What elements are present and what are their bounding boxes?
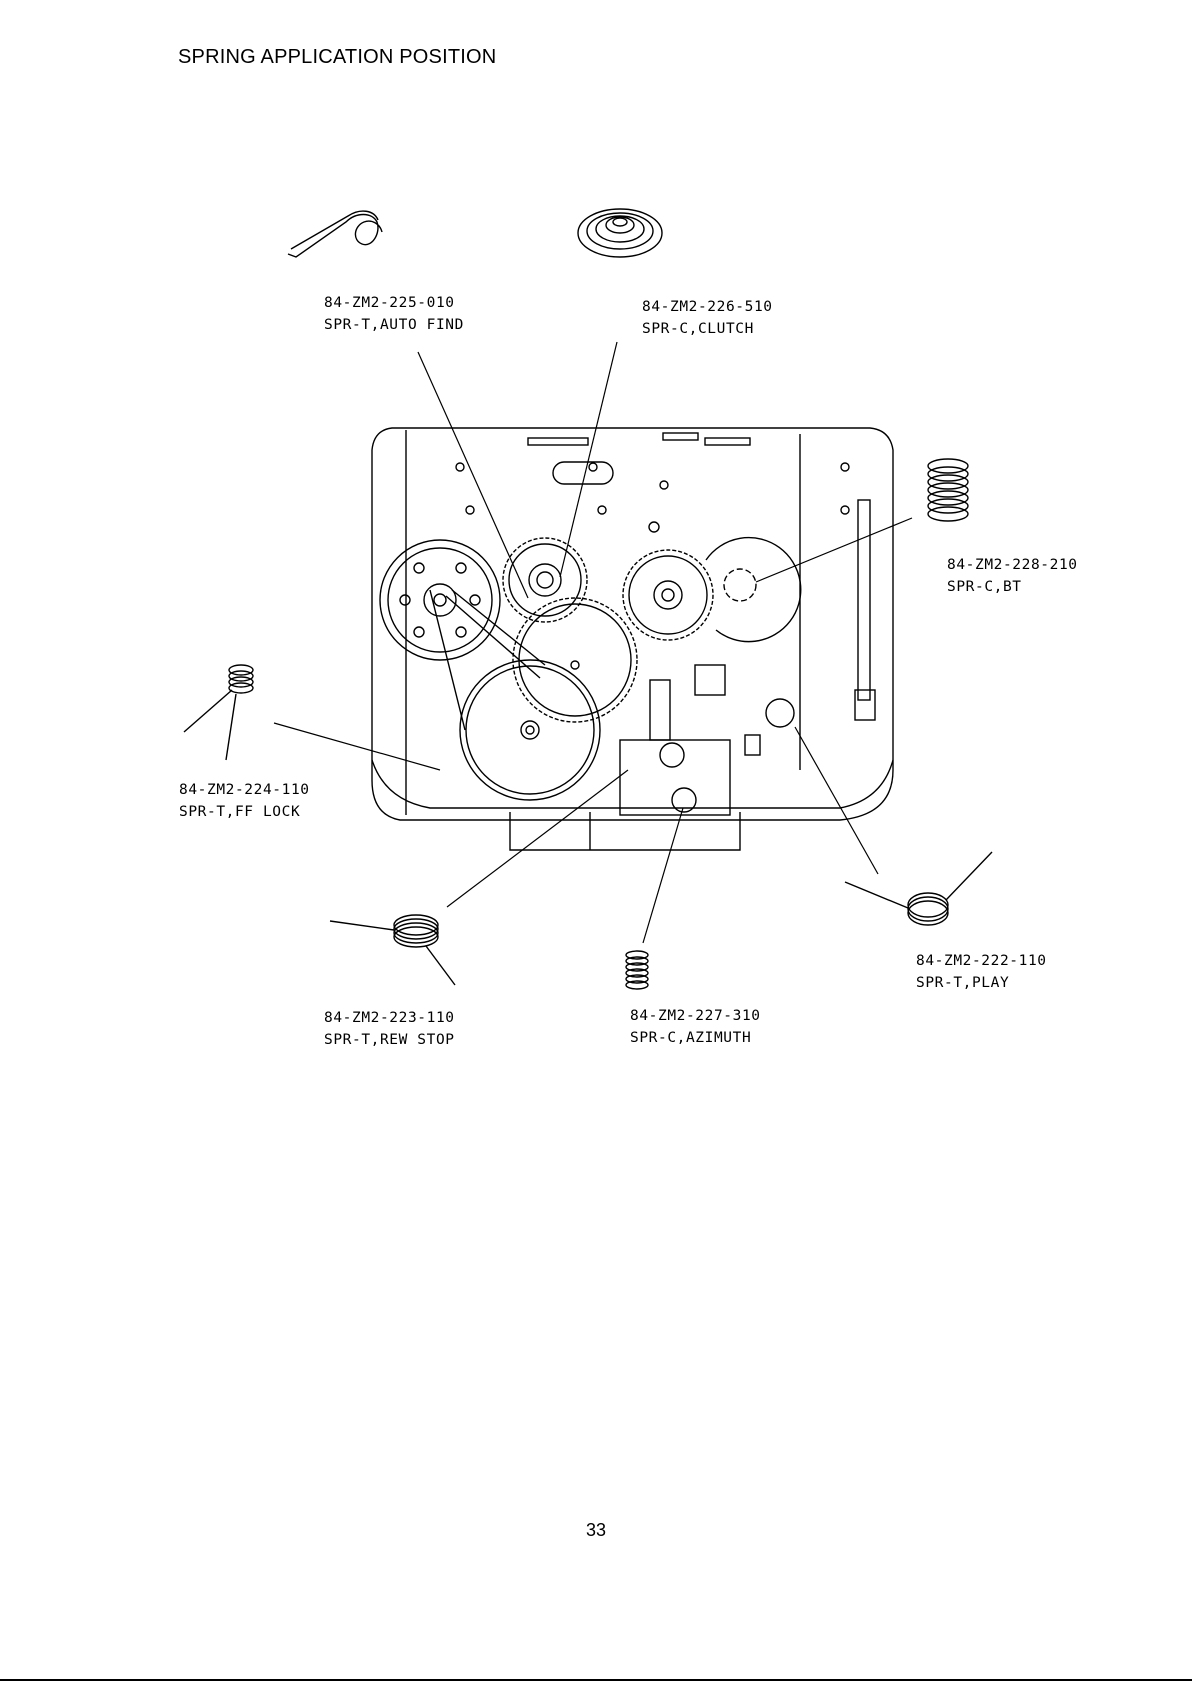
right-reel-gear [623, 550, 713, 640]
callout-clutch: 84-ZM2-226-510 SPR-C,CLUTCH [642, 296, 773, 340]
left-reel-flywheel [380, 540, 500, 660]
cassette-mechanism-outline [372, 428, 893, 850]
part-name: SPR-C,AZIMUTH [630, 1027, 761, 1049]
callout-auto-find: 84-ZM2-225-010 SPR-T,AUTO FIND [324, 292, 464, 336]
spring-ff-lock-illustration [184, 665, 253, 760]
part-number: 84-ZM2-225-010 [324, 292, 464, 314]
spring-bt-illustration [928, 459, 968, 521]
spring-play-illustration [845, 852, 992, 925]
part-number: 84-ZM2-228-210 [947, 554, 1078, 576]
callout-azimuth: 84-ZM2-227-310 SPR-C,AZIMUTH [630, 1005, 761, 1049]
callout-play: 84-ZM2-222-110 SPR-T,PLAY [916, 950, 1047, 994]
callout-ff-lock: 84-ZM2-224-110 SPR-T,FF LOCK [179, 779, 310, 823]
part-number: 84-ZM2-224-110 [179, 779, 310, 801]
part-number: 84-ZM2-227-310 [630, 1005, 761, 1027]
spring-clutch-illustration [578, 209, 662, 257]
main-flywheel [460, 660, 600, 800]
auto-find-gear [503, 538, 587, 622]
spring-azimuth-illustration [626, 951, 648, 989]
part-number: 84-ZM2-226-510 [642, 296, 773, 318]
part-number: 84-ZM2-223-110 [324, 1007, 455, 1029]
leader-lines [274, 342, 912, 943]
part-number: 84-ZM2-222-110 [916, 950, 1047, 972]
callout-bt: 84-ZM2-228-210 SPR-C,BT [947, 554, 1078, 598]
bt-cam-wheel [706, 538, 801, 642]
part-name: SPR-T,PLAY [916, 972, 1047, 994]
part-name: SPR-T,FF LOCK [179, 801, 310, 823]
head-assembly [620, 665, 875, 815]
part-name: SPR-T,REW STOP [324, 1029, 455, 1051]
part-name: SPR-C,CLUTCH [642, 318, 773, 340]
spring-rew-stop-illustration [330, 915, 455, 985]
callout-rew-stop: 84-ZM2-223-110 SPR-T,REW STOP [324, 1007, 455, 1051]
part-name: SPR-T,AUTO FIND [324, 314, 464, 336]
spring-auto-find-illustration [288, 211, 382, 257]
page-number: 33 [0, 1520, 1192, 1541]
part-name: SPR-C,BT [947, 576, 1078, 598]
bottom-rule [0, 1679, 1192, 1681]
